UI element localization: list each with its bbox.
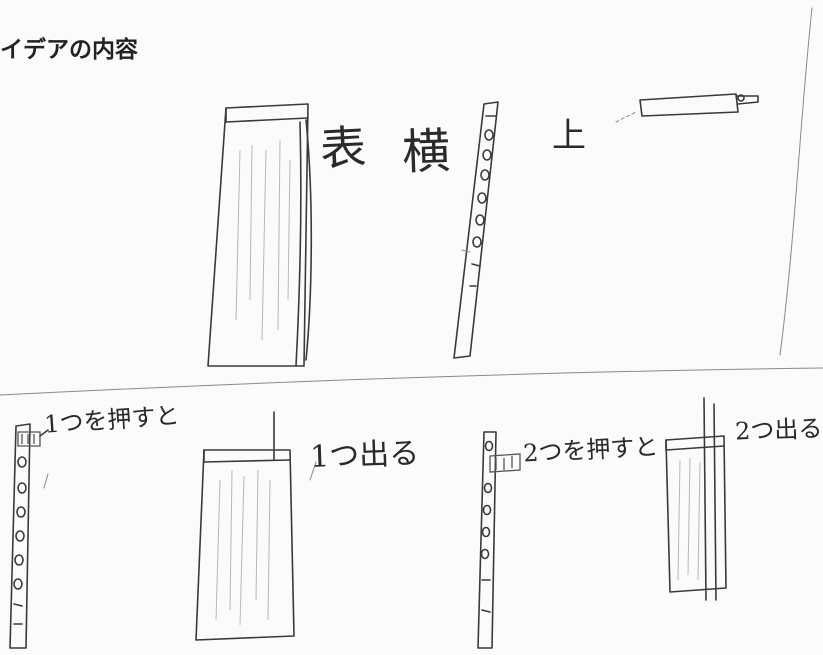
label-side: 横 [401, 123, 452, 181]
front-view-case [207, 103, 313, 367]
label-top: 上 [552, 116, 586, 156]
caption-one-out: 1つ出る [309, 436, 420, 475]
caption-two-out: 2つ出る [734, 414, 823, 446]
side-view-strip [453, 101, 499, 359]
label-front: 表 [318, 119, 368, 177]
strip-one-pressed [9, 423, 49, 649]
page-heading: イデアの内容 [0, 37, 138, 63]
case-two-out [665, 397, 727, 601]
page-right-border [779, 7, 813, 356]
caption-press-two: 2つを押すと [522, 432, 660, 468]
case-one-out [195, 411, 317, 641]
strip-two-pressed [477, 431, 521, 649]
section-divider [0, 367, 823, 396]
top-view-bar [615, 93, 759, 123]
